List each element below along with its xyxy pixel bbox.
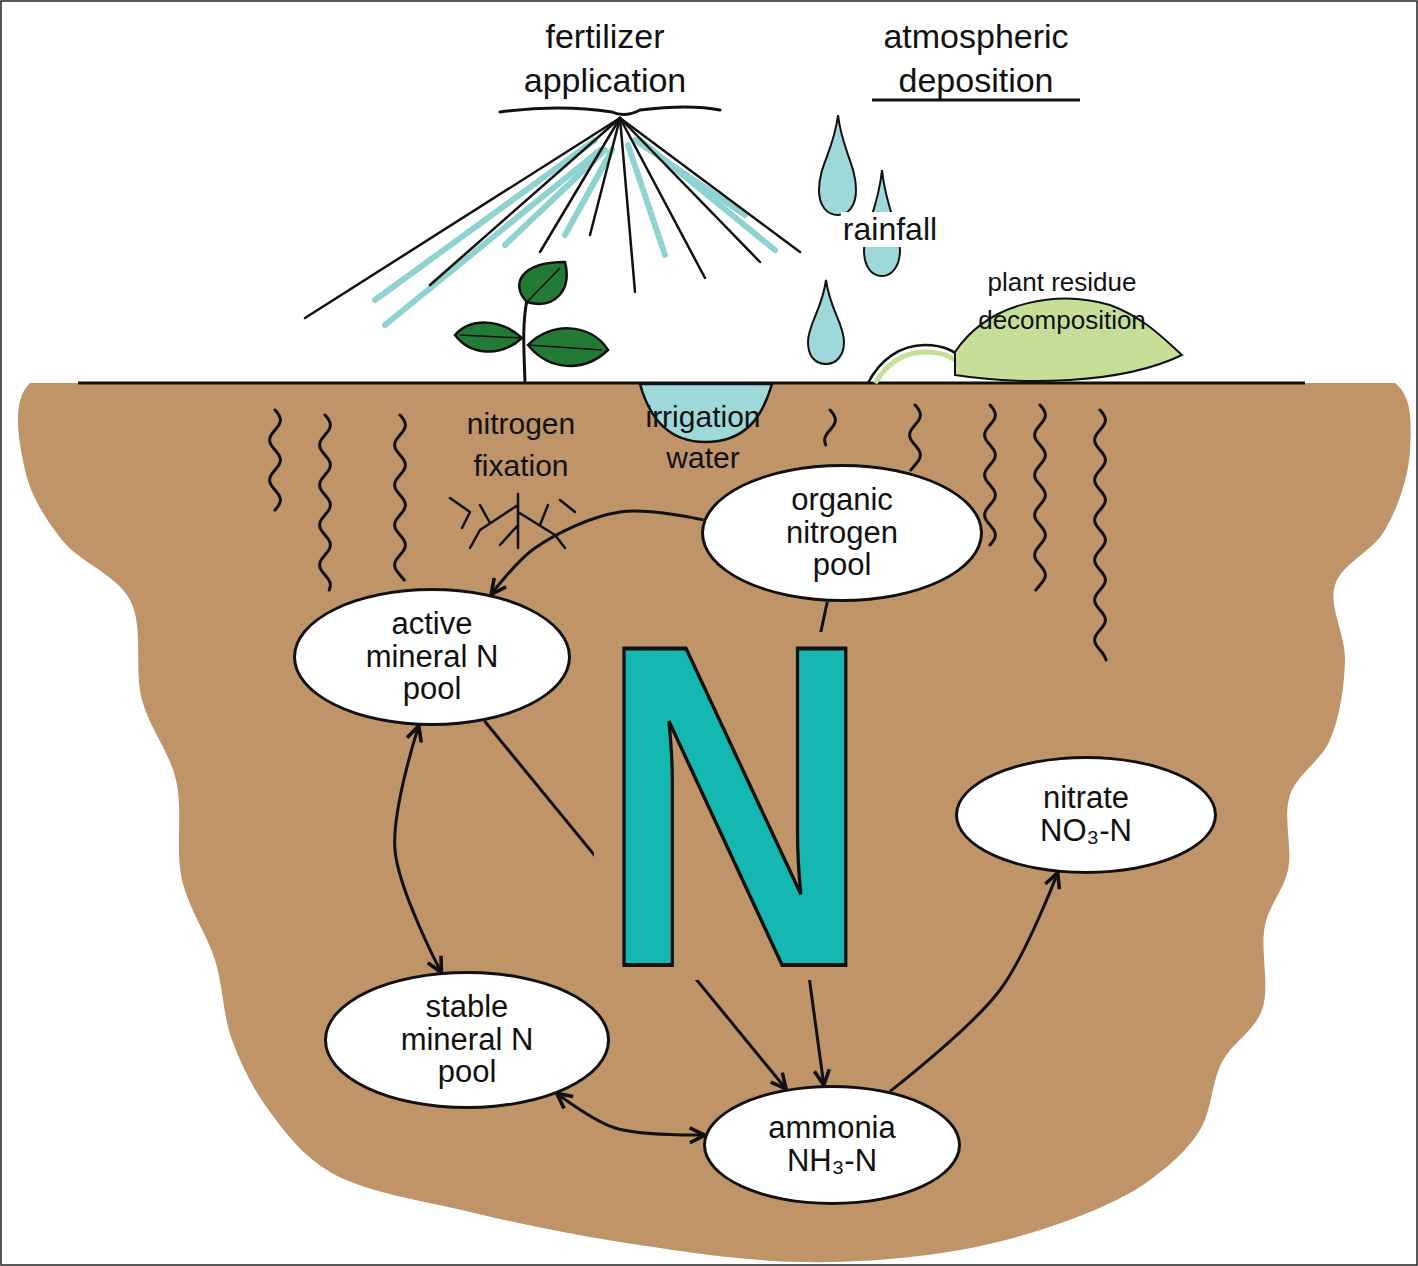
label-slot: fertilizer application bbox=[524, 14, 687, 102]
sky-mask bbox=[0, 0, 1418, 383]
soil-squiggle bbox=[395, 415, 406, 580]
node-text-stack: nitrateNO₃-N bbox=[1040, 782, 1132, 848]
pool-ellipse: organic nitrogen pool bbox=[701, 464, 983, 602]
spray-stroke bbox=[430, 118, 620, 285]
legume-plant bbox=[455, 262, 608, 383]
big-letter: N bbox=[594, 632, 876, 980]
node-text-stack: ammoniaNH₃-N bbox=[768, 1112, 896, 1178]
soil-squiggle bbox=[320, 415, 331, 590]
leaf-vein bbox=[460, 268, 602, 350]
soil-squiggle bbox=[1095, 410, 1106, 660]
spray-stroke bbox=[628, 145, 665, 255]
pool-ellipse: ammoniaNH₃-N bbox=[703, 1085, 961, 1205]
pool-text: stable mineral N pool bbox=[392, 991, 542, 1090]
pool-text: organic nitrogen pool bbox=[767, 484, 917, 583]
spray-stroke bbox=[565, 150, 612, 235]
label-slot: N bbox=[563, 632, 907, 980]
raindrop bbox=[819, 115, 856, 215]
pool-ellipse: active mineral N pool bbox=[293, 588, 572, 726]
soil-squiggle bbox=[910, 405, 921, 470]
illustration-label: atmospheric deposition bbox=[883, 14, 1068, 102]
flow-arrow bbox=[890, 873, 1058, 1092]
root bbox=[450, 494, 575, 548]
node-text-stack: active mineral N pool bbox=[357, 608, 507, 707]
illustration-label: fertilizer application bbox=[524, 14, 687, 102]
residue-stem bbox=[868, 345, 965, 383]
pool-text: active mineral N pool bbox=[357, 608, 507, 707]
plant-stem bbox=[524, 300, 527, 383]
label-slot: irrigation water bbox=[645, 397, 760, 478]
label-slot: nitrogen fixation bbox=[467, 403, 575, 487]
pool-ellipse: stable mineral N pool bbox=[324, 971, 609, 1108]
pool-text: NH₃-N bbox=[787, 1145, 877, 1178]
spray-black bbox=[305, 118, 800, 318]
soil-squiggle bbox=[985, 405, 996, 545]
label-slot: atmospheric deposition bbox=[883, 14, 1068, 102]
spray-stroke bbox=[540, 118, 620, 252]
pool-text: nitrate bbox=[1043, 782, 1129, 815]
pool-text: NO₃-N bbox=[1040, 815, 1132, 848]
spray-stroke bbox=[385, 150, 600, 325]
node-text-stack: stable mineral N pool bbox=[392, 991, 542, 1090]
sprayer-bar bbox=[500, 107, 720, 115]
residue-stem-fill bbox=[875, 352, 962, 383]
root-nodules bbox=[450, 494, 575, 548]
soil-squiggle bbox=[1035, 405, 1046, 590]
spray-stroke bbox=[305, 118, 620, 318]
illustration-label: plant residue decomposition bbox=[978, 264, 1146, 339]
spray-stroke bbox=[620, 118, 760, 262]
pool-text: ammonia bbox=[768, 1112, 896, 1145]
spray-teal bbox=[375, 140, 775, 325]
spray-stroke bbox=[620, 118, 705, 278]
label-slot: plant residue decomposition bbox=[978, 264, 1146, 339]
flow-arrow bbox=[557, 1093, 705, 1135]
raindrop bbox=[808, 280, 844, 364]
soil-squiggle bbox=[270, 410, 281, 510]
flow-arrow bbox=[491, 511, 703, 594]
soil-squiggle bbox=[825, 410, 836, 445]
spray-stroke bbox=[620, 118, 800, 252]
illustration-label: nitrogen fixation bbox=[467, 403, 575, 487]
soil-ground bbox=[18, 369, 1411, 1263]
illustration-label: irrigation water bbox=[645, 397, 760, 478]
node-text-stack: organic nitrogen pool bbox=[767, 484, 917, 583]
pool-ellipse: nitrateNO₃-N bbox=[955, 756, 1217, 874]
fertilizer-sprayer bbox=[305, 107, 800, 325]
flow-arrow bbox=[395, 726, 442, 973]
spray-stroke bbox=[590, 118, 620, 235]
label-slot: rainfall bbox=[841, 212, 939, 247]
illustration-label: rainfall bbox=[841, 212, 939, 247]
